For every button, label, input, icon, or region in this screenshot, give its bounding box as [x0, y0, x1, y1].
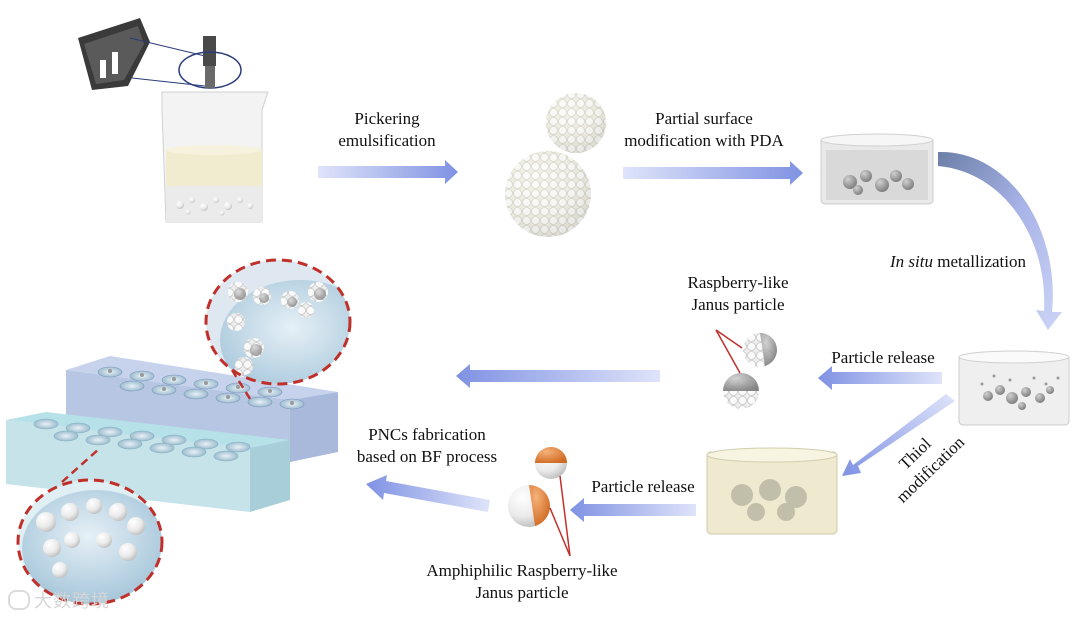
- label-release-lower: Particle release: [591, 477, 695, 496]
- label-pda-line1: Partial surface: [655, 109, 753, 128]
- pickering-droplets: [505, 93, 606, 237]
- watermark-text: 大数跨境: [34, 591, 110, 612]
- arrow-pncs: [366, 475, 490, 512]
- label-pickering-line2: emulsification: [338, 131, 436, 150]
- label-raspberry-line2: Janus particle: [691, 295, 785, 314]
- arrow-to-film: [456, 364, 660, 388]
- janus-orange-particles: [508, 447, 571, 557]
- label-insitu: In situ metallization: [876, 251, 1040, 273]
- label-insitu-italic: In situ: [890, 252, 933, 271]
- janus-gray-particles: [715, 329, 777, 409]
- homogenizer-icon: [78, 18, 242, 90]
- arrow-pda: [623, 161, 803, 185]
- label-pickering-line1: Pickering: [354, 109, 420, 128]
- watermark-logo-icon: [8, 590, 30, 610]
- arrow-thiol: [842, 394, 955, 476]
- label-raspberry-line1: Raspberry-like: [687, 273, 789, 292]
- dish-metallized: [958, 350, 1070, 426]
- beaker-emulsion: [161, 91, 269, 223]
- label-pda: Partial surface modification with PDA: [616, 108, 792, 152]
- label-amphiphilic-line1: Amphiphilic Raspberry-like: [426, 561, 618, 580]
- zoom-inset-bottom: [16, 447, 164, 606]
- label-amphiphilic: Amphiphilic Raspberry-like Janus particl…: [404, 560, 640, 604]
- label-pncs-line2: based on BF process: [356, 447, 498, 466]
- arrow-pickering: [318, 160, 458, 184]
- arrow-release-upper: [818, 366, 942, 390]
- dish-thiol: [706, 447, 838, 535]
- watermark: 大数跨境: [8, 587, 110, 613]
- label-release-upper: Particle release: [831, 348, 935, 367]
- arrow-release-lower: [570, 498, 696, 522]
- label-pda-line2: modification with PDA: [624, 131, 784, 150]
- dish-pda: [820, 133, 934, 205]
- label-pickering: Pickering emulsification: [337, 108, 437, 152]
- label-amphiphilic-line2: Janus particle: [475, 583, 569, 602]
- arrow-insitu: [938, 151, 1062, 330]
- label-pncs-line1: PNCs fabrication: [368, 425, 486, 444]
- label-raspberry: Raspberry-like Janus particle: [676, 272, 800, 316]
- label-insitu-rest: metallization: [932, 252, 1026, 271]
- label-pncs: PNCs fabrication based on BF process: [344, 424, 510, 468]
